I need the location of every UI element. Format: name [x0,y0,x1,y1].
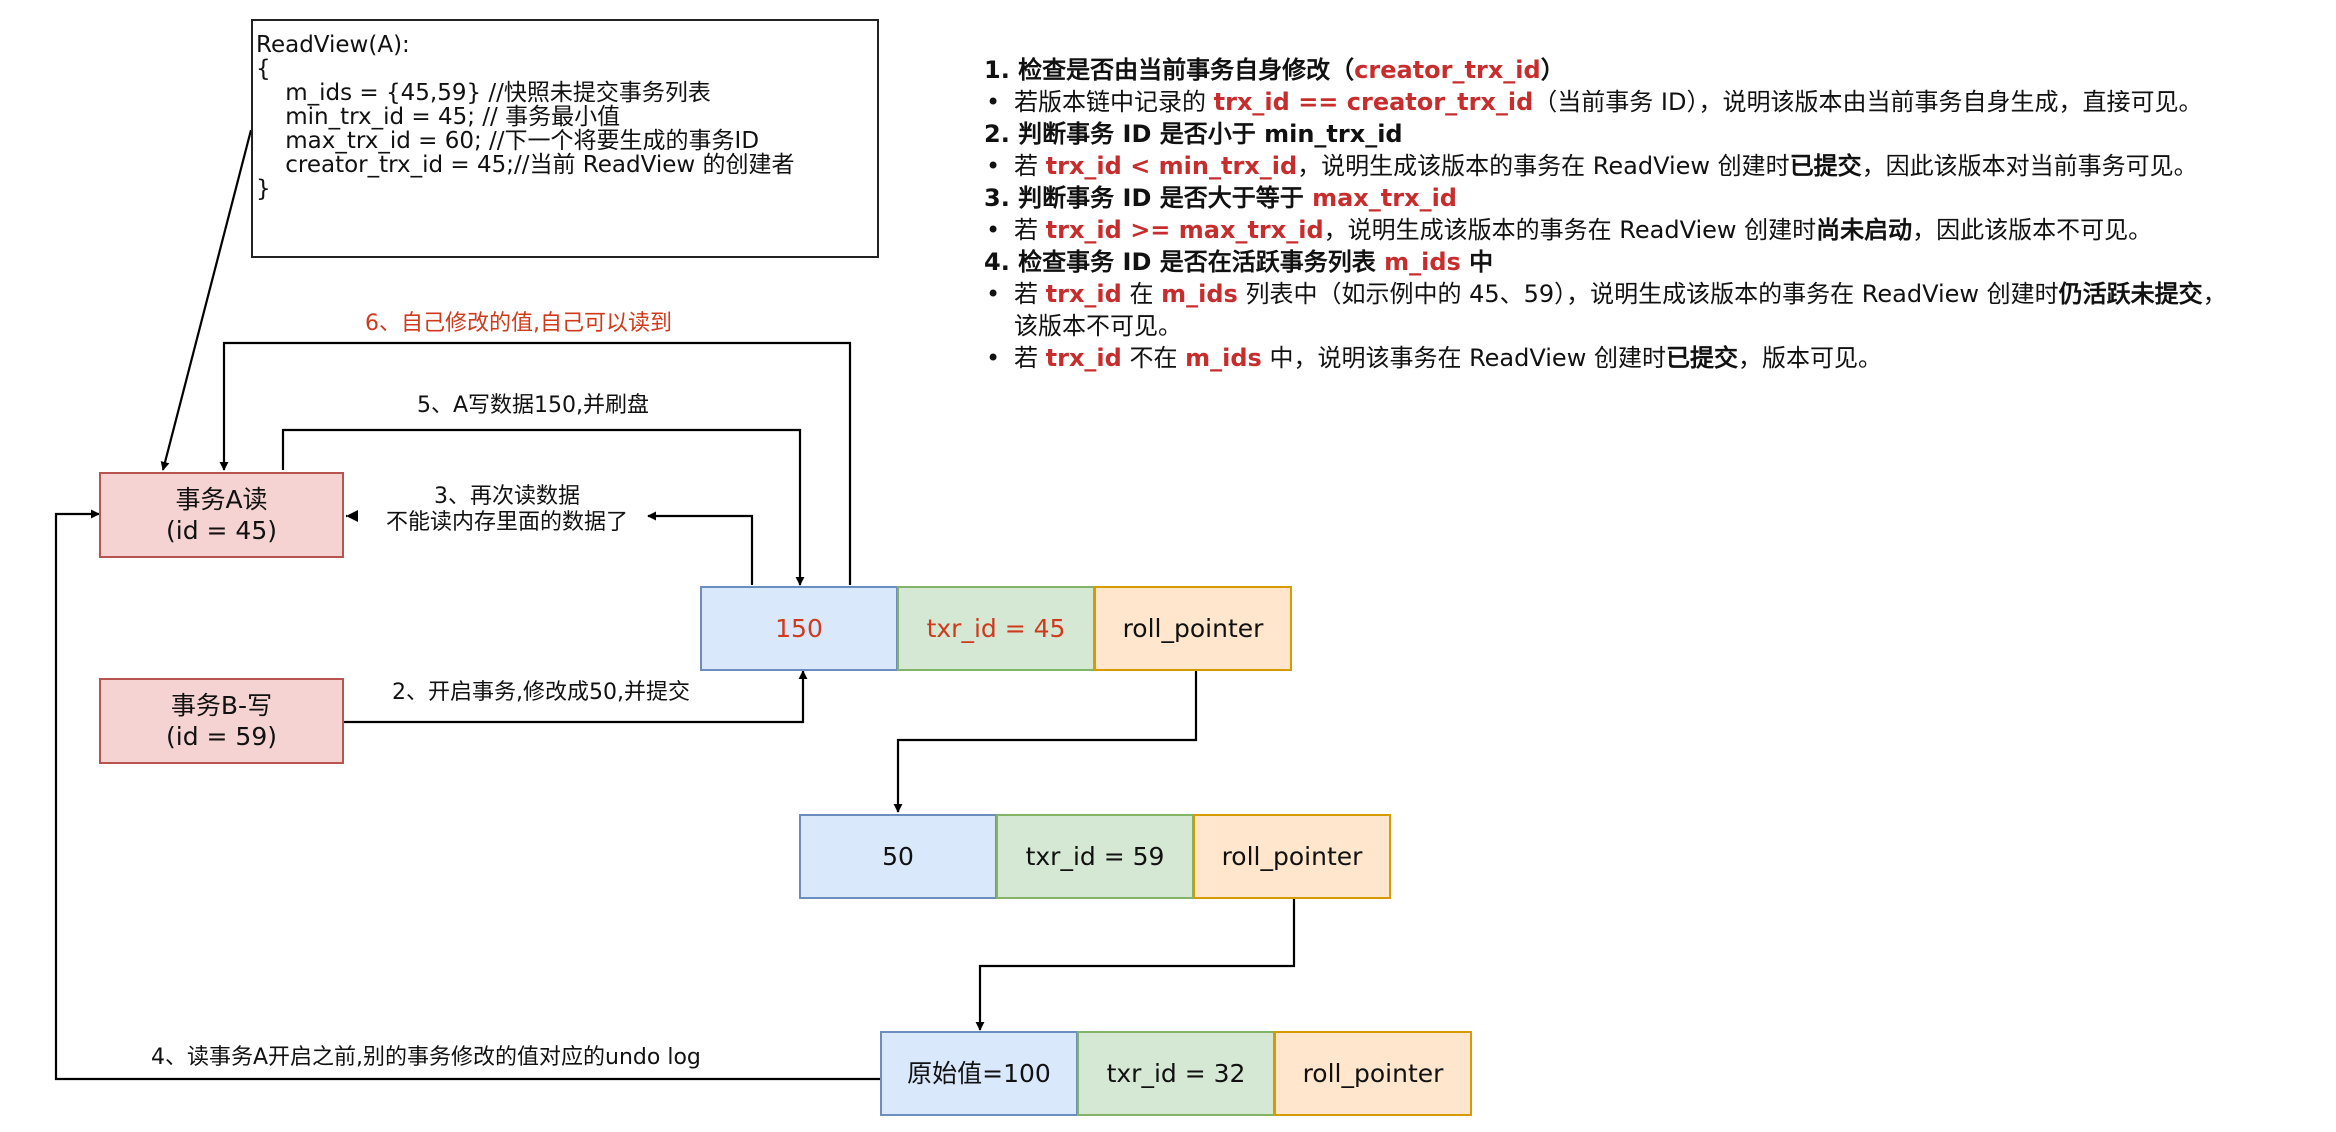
record-1-roll-pointer: roll_pointer [1094,586,1292,671]
readview-line: m_ids = {45,59} //快照未提交事务列表 [256,80,711,106]
readview-line: min_trx_id = 45; // 事务最小值 [256,104,621,130]
rule-3-heading: 3. 判断事务 ID 是否大于等于 max_trx_id [984,182,2324,214]
rule-3-bullet-keyword: trx_id >= max_trx_id [1045,216,1324,244]
rule-4-text: ， [2202,280,2227,308]
visibility-rules-notes: 1. 检查是否由当前事务自身修改（creator_trx_id） 若版本链中记录… [984,54,2324,374]
rule-3-emphasis: 尚未启动 [1816,216,1913,244]
step2-arrow [343,670,808,724]
rule-4-heading-suffix: 中 [1460,248,1494,276]
rule-4-bullet-a-continued: 该版本不可见。 [1014,312,1182,340]
record-2-trx-id: txr_id = 59 [996,814,1194,899]
record-3-value: 原始值=100 [880,1031,1078,1116]
rule-4-bullet-b: 若 trx_id 不在 m_ids 中，说明该事务在 ReadView 创建时已… [984,342,2324,374]
step6-label: 6、自己修改的值,自己可以读到 [365,311,672,336]
rule-4-emphasis: 仍活跃未提交 [2058,280,2203,308]
readview-line: max_trx_id = 60; //下一个将要生成的事务ID [256,128,760,154]
rule-3-bullet: 若 trx_id >= max_trx_id，说明生成该版本的事务在 ReadV… [984,214,2324,246]
rule-3-text: ，因此该版本不可见。 [1912,216,2153,244]
rule-2-heading: 2. 判断事务 ID 是否小于 min_trx_id [984,120,1403,148]
step4-label: 4、读事务A开启之前,别的事务修改的值对应的undo log [149,1045,703,1071]
rule-3-text: ，说明生成该版本的事务在 ReadView 创建时 [1323,216,1817,244]
rule-4b-keyword-trx-id: trx_id [1045,344,1122,372]
readview-line: { [256,56,271,82]
readview-line: } [256,176,271,202]
rule-3-keyword: max_trx_id [1312,184,1457,212]
step5-arrow [281,428,805,586]
rule-4-keyword-trx-id: trx_id [1045,280,1122,308]
record-3-roll-pointer: roll_pointer [1274,1031,1472,1116]
rule-2-text: ，说明生成该版本的事务在 ReadView 创建时 [1297,152,1790,180]
rule-4-bullet-a: 若 trx_id 在 m_ids 列表中（如示例中的 45、59），说明生成该版… [984,278,2324,310]
rule-4-keyword-m-ids: m_ids [1161,280,1238,308]
transaction-b-box: 事务B-写 (id = 59) [99,678,344,764]
rule-2-bullet: 若 trx_id < min_trx_id，说明生成该版本的事务在 ReadVi… [984,150,2324,182]
rule-4b-text: ，版本可见。 [1737,344,1882,372]
readview-to-transaction-a-arrow [160,129,253,471]
transaction-b-name: 事务B-写 [170,691,273,720]
roll-pointer-link-1 [893,671,1198,813]
record-1-trx-id: txr_id = 45 [897,586,1095,671]
transaction-a-id: (id = 45) [166,516,277,545]
rule-4-text: 若 [1014,280,1046,308]
rule-1-heading-text: 1. 检查是否由当前事务自身修改（ [984,56,1355,84]
readview-box: ReadView(A): { m_ids = {45,59} //快照未提交事务… [251,19,879,258]
transaction-b-id: (id = 59) [166,722,277,751]
step5-label: 5、A写数据150,并刷盘 [415,393,652,419]
record-2-value: 50 [799,814,997,899]
rule-1-bullet: 若版本链中记录的 trx_id == creator_trx_id（当前事务 I… [984,86,2324,118]
rule-4b-keyword-m-ids: m_ids [1185,344,1262,372]
transaction-a-name: 事务A读 [175,485,268,514]
rule-1-keyword: creator_trx_id [1354,56,1541,84]
rule-2-keyword: trx_id < min_trx_id [1045,152,1298,180]
step3-label-line2: 不能读内存里面的数据了 [385,510,628,535]
step3-arrowhead [346,510,358,522]
rule-3-text: 若 [1014,216,1046,244]
rule-2-emphasis: 已提交 [1789,152,1862,180]
rule-4b-text: 若 [1014,344,1046,372]
rule-1-heading: 1. 检查是否由当前事务自身修改（creator_trx_id） [984,54,2324,86]
record-1-value: 150 [700,586,898,671]
step6-arrow [219,341,852,585]
record-2-roll-pointer: roll_pointer [1193,814,1391,899]
step3-arrow [647,511,754,585]
step3-label: 3、再次读数据 不能读内存里面的数据了 [372,484,642,536]
rule-4-heading-text: 4. 检查事务 ID 是否在活跃事务列表 [984,248,1385,276]
step3-label-line1: 3、再次读数据 [434,484,580,509]
rule-4b-text: 不在 [1121,344,1186,372]
rule-3-heading-text: 3. 判断事务 ID 是否大于等于 [984,184,1313,212]
readview-line: creator_trx_id = 45;//当前 ReadView 的创建者 [256,152,795,178]
rule-1-bullet-keyword: trx_id == creator_trx_id [1213,88,1534,116]
rule-4-text: 列表中（如示例中的 45、59），说明生成该版本的事务在 ReadView 创建… [1237,280,2059,308]
rule-4-text: 在 [1121,280,1162,308]
transaction-a-box: 事务A读 (id = 45) [99,472,344,558]
record-3-trx-id: txr_id = 32 [1077,1031,1275,1116]
rule-1-heading-suffix: ） [1540,56,1565,84]
rule-1-text: （当前事务 ID），说明该版本由当前事务自身生成，直接可见。 [1533,88,2203,116]
rule-1-text: 若版本链中记录的 [1014,88,1214,116]
roll-pointer-link-2 [975,899,1296,1031]
rule-4-keyword: m_ids [1384,248,1461,276]
step4-arrow [54,509,880,1081]
readview-line: ReadView(A): [256,32,410,58]
rule-2-text: 若 [1014,152,1046,180]
rule-4b-text: 中，说明该事务在 ReadView 创建时 [1261,344,1666,372]
rule-4b-emphasis: 已提交 [1665,344,1738,372]
rule-2-text: ，因此该版本对当前事务可见。 [1861,152,2198,180]
step2-label: 2、开启事务,修改成50,并提交 [390,680,692,706]
rule-4-heading: 4. 检查事务 ID 是否在活跃事务列表 m_ids 中 [984,246,2324,278]
